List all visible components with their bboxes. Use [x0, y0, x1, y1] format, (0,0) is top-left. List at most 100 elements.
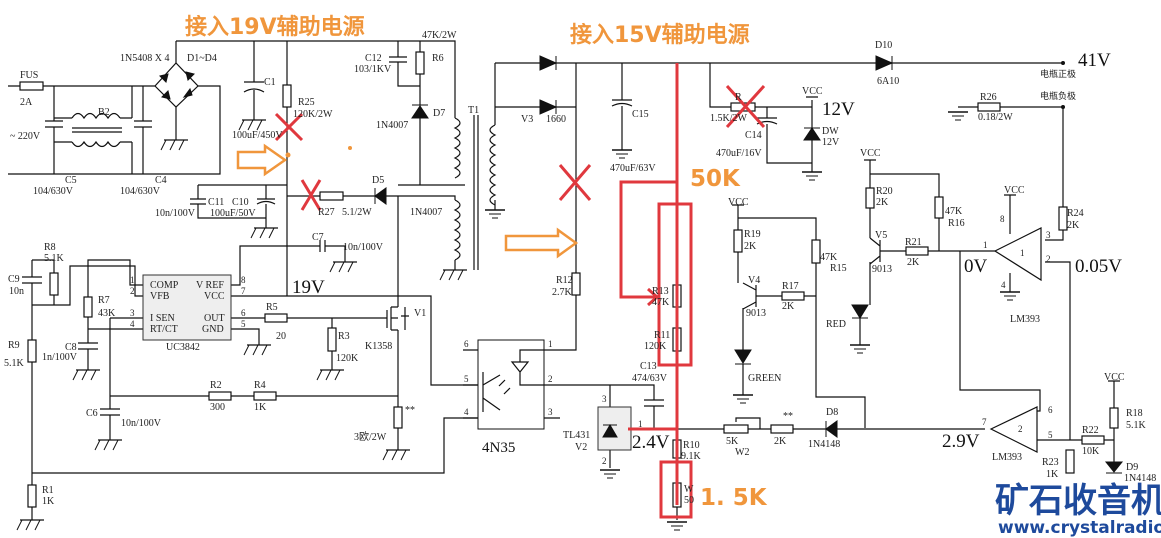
label: 1K: [42, 496, 55, 507]
label: R1: [42, 485, 54, 496]
label: DW: [822, 126, 839, 137]
label: LM393: [1010, 314, 1040, 325]
label: ~ 220V: [10, 131, 41, 142]
ground-icon: [801, 171, 823, 181]
resistor-r15: [811, 239, 821, 264]
arrow-icon: [236, 143, 288, 177]
label: 47K: [945, 206, 963, 217]
label: 104/630V: [33, 186, 74, 197]
ground-icon: [329, 261, 358, 273]
pin-number: 6: [1048, 405, 1053, 415]
pin-number: 4: [130, 319, 135, 329]
capacitor-c1: [243, 81, 265, 93]
pin-number: 2: [1046, 254, 1051, 264]
label: RED: [826, 319, 846, 330]
diode-v3: [539, 99, 558, 115]
common-mode-choke-b2: [71, 112, 122, 148]
pin-number: 3: [1046, 230, 1051, 240]
pin-number: 3: [130, 308, 135, 318]
label: 2K: [774, 436, 787, 447]
label: 50: [684, 495, 694, 506]
label: 10n: [9, 286, 24, 297]
regulator-tl431: [597, 406, 632, 451]
pin-number: 1: [548, 339, 553, 349]
label: 2K: [907, 257, 920, 268]
label: B2: [98, 107, 110, 118]
label: 1.5K/2W: [710, 113, 748, 124]
battery-positive-label: 电瓶正极: [1040, 68, 1076, 79]
label: R20: [876, 186, 893, 197]
transistor-v4: [742, 282, 757, 310]
pin-number: 1: [130, 275, 135, 285]
label: 2K: [1067, 220, 1080, 231]
pin-number: 2: [548, 374, 553, 384]
capacitor-c6: [100, 408, 120, 416]
capacitor-c12: [389, 56, 407, 63]
label: R24: [1067, 208, 1084, 219]
label: R15: [830, 263, 847, 274]
pin-number: 5: [464, 374, 469, 384]
resistor-r1: [27, 484, 37, 508]
diode-d9: [1104, 461, 1124, 474]
label: T1: [468, 105, 479, 116]
optocoupler-internals: [463, 349, 544, 419]
ground-icon: [849, 344, 871, 354]
vcc-label: VCC: [1104, 372, 1125, 383]
label: R18: [1126, 408, 1143, 419]
annotation-1-5k: 1. 5K: [700, 485, 768, 511]
resistor-r21: [905, 246, 929, 256]
capacitor-c15: [611, 99, 633, 107]
led-red: [851, 304, 869, 319]
label: D9: [1126, 462, 1138, 473]
transformer-t1: [453, 115, 497, 270]
label: R26: [980, 92, 997, 103]
label: V4: [748, 275, 760, 286]
label: C6: [86, 408, 98, 419]
ground-icon: [238, 119, 267, 131]
label: C10: [232, 197, 249, 208]
label: C7: [312, 232, 324, 243]
label: 1N4148: [808, 439, 840, 450]
label: C8: [65, 342, 77, 353]
ground-icon: [250, 227, 279, 239]
label: R23: [1042, 457, 1059, 468]
diode-d5: [374, 187, 387, 205]
pin-number: 3: [548, 407, 553, 417]
label: C5: [65, 175, 77, 186]
ground-icon: [484, 209, 506, 219]
label: 47K: [820, 252, 838, 263]
resistor-2k-trim: [770, 424, 794, 434]
label: 2K: [744, 241, 757, 252]
pin-number: 6: [241, 308, 246, 318]
label: 2K: [782, 301, 795, 312]
pin-number: 2: [130, 286, 135, 296]
label: **: [783, 411, 793, 422]
label: 1K: [254, 402, 267, 413]
ground-icon: [94, 439, 123, 451]
label: 120K: [644, 341, 667, 352]
label: 3欧/2W: [354, 431, 387, 443]
label: 1n/100V: [42, 352, 78, 363]
arrow-icon: [504, 227, 579, 259]
label: 43K: [98, 308, 116, 319]
resistor-r7: [83, 296, 93, 318]
label: **: [405, 405, 415, 416]
label: TL431: [563, 430, 590, 441]
label: R22: [1082, 425, 1099, 436]
terminal-battery-negative: [1061, 105, 1065, 109]
label: D8: [826, 407, 838, 418]
ground-icon: [666, 521, 688, 531]
voltage-2-4v: 2.4V: [632, 432, 670, 453]
comparator-1: [993, 195, 1042, 292]
ground-icon: [999, 291, 1021, 301]
capacitor-c10: [256, 198, 276, 205]
label: R: [735, 92, 742, 103]
pin-number: 1: [983, 240, 988, 250]
potentiometer-w2: [723, 424, 749, 434]
ground-icon: [382, 449, 411, 461]
pin-label: I SEN: [150, 313, 175, 324]
label: C1: [264, 77, 276, 88]
label: R2: [210, 380, 222, 391]
feedback-modification-line: [619, 63, 679, 505]
